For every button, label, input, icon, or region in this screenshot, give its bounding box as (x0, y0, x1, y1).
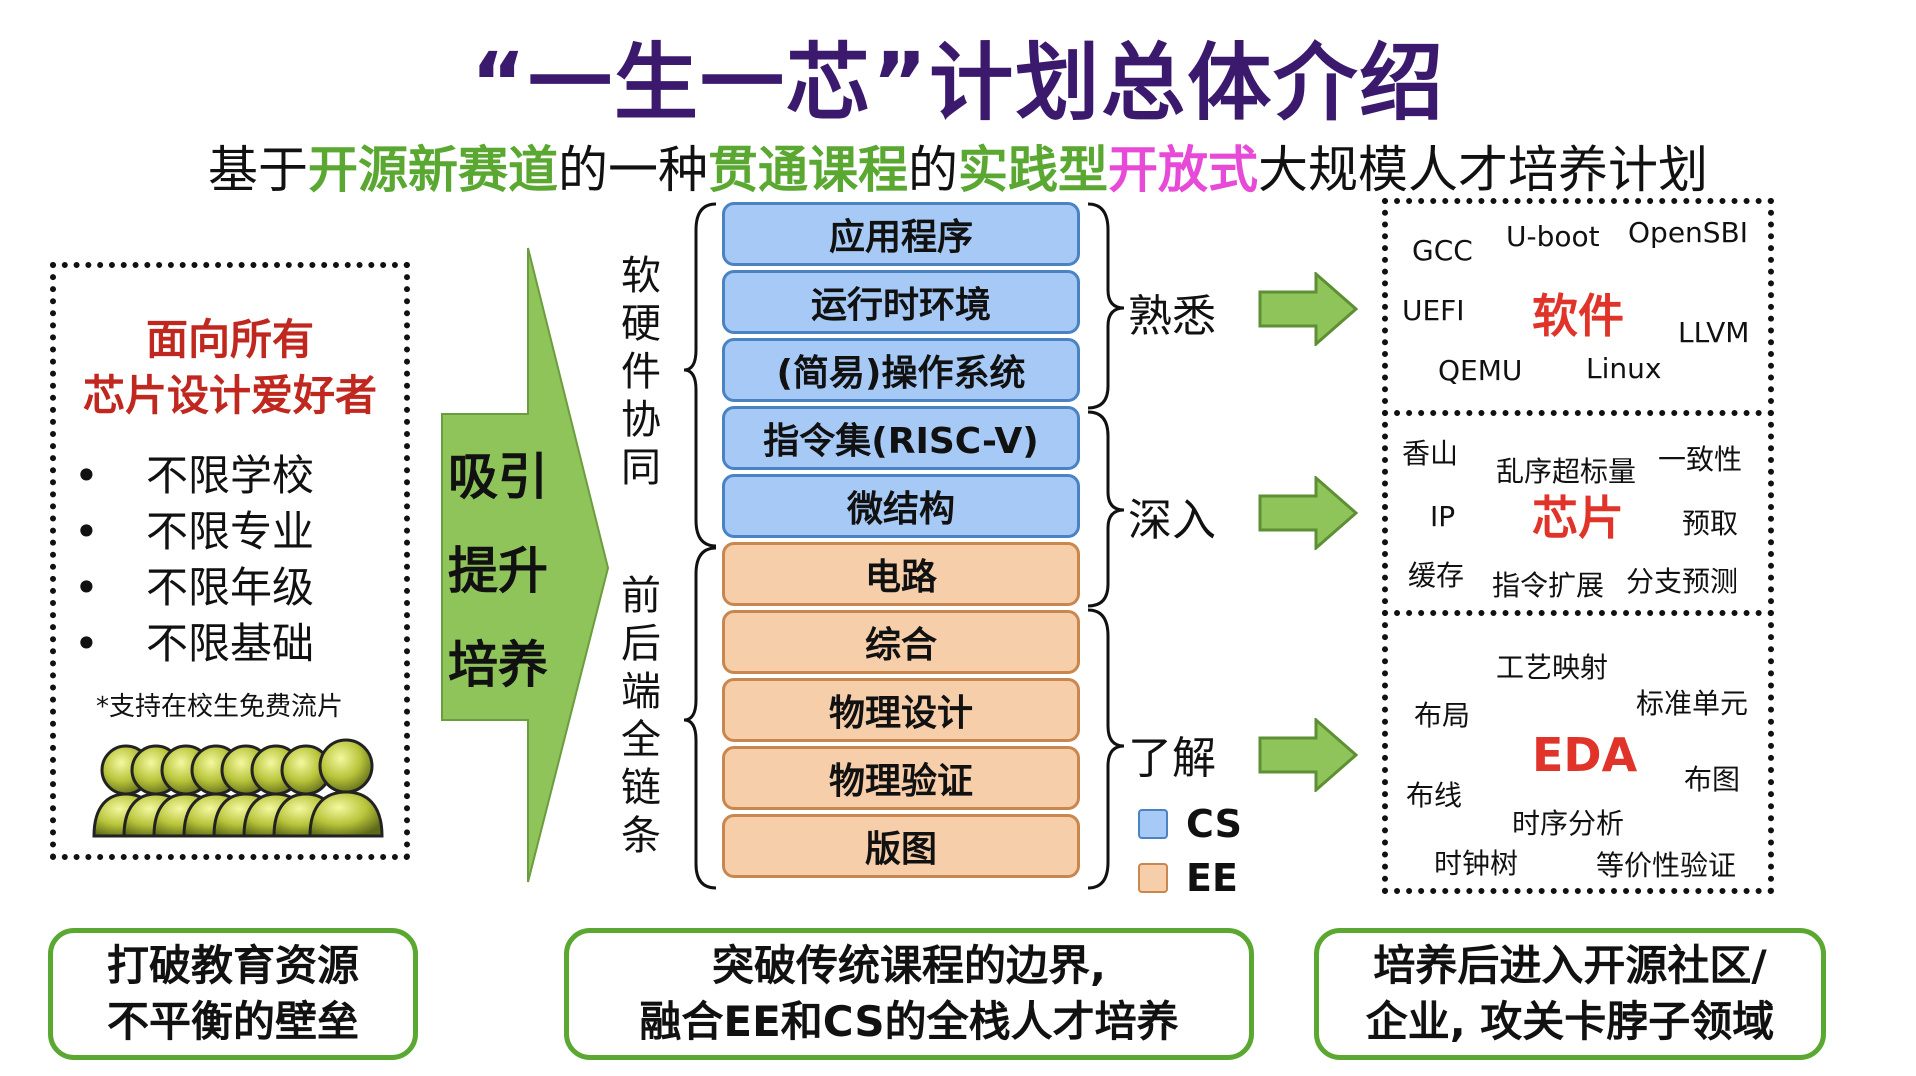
topic-hub: EDA (1532, 728, 1638, 782)
layer-physical-verification: 物理验证 (722, 746, 1080, 810)
bullet-item: •不限专业 (74, 507, 315, 556)
layer-physical-design: 物理设计 (722, 678, 1080, 742)
topic-word: 布线 (1406, 779, 1463, 812)
goal-line: 融合EE和CS的全栈人才培养 (639, 997, 1179, 1046)
layer-runtime: 运行时环境 (722, 270, 1080, 334)
free-tapeout-note: *支持在校生免费流片 (96, 692, 344, 722)
topic-word: 指令扩展 (1492, 569, 1605, 602)
level-understand: 了解 (1128, 733, 1216, 784)
layer-layout: 版图 (722, 814, 1080, 878)
level-in-depth: 深入 (1128, 495, 1216, 546)
topic-word: 缓存 (1408, 559, 1465, 592)
topic-word: QEMU (1438, 354, 1523, 387)
topic-word: 乱序超标量 (1496, 455, 1637, 488)
topic-word: IP (1430, 500, 1456, 533)
audience-box: 面向所有 芯片设计爱好者 •不限学校 •不限专业 •不限年级 •不限基础 *支持… (50, 262, 410, 860)
legend-ee: EE (1138, 856, 1238, 900)
subtitle-highlight: 开源新赛道 (308, 141, 558, 199)
arrow-right-icon (1258, 272, 1358, 346)
page-title: “一生一芯”计划总体介绍 (470, 34, 1446, 132)
audience-heading: 芯片设计爱好者 (82, 371, 377, 420)
topic-word: LLVM (1678, 316, 1750, 349)
topic-word: 等价性验证 (1596, 849, 1737, 882)
left-brace-icon (683, 202, 717, 890)
topic-word: GCC (1412, 234, 1473, 267)
goal-box-community: 培养后进入开源社区/ 企业, 攻关卡脖子领域 (1314, 928, 1826, 1060)
subtitle-text: 的 (908, 141, 958, 199)
topic-hub: 软件 (1532, 289, 1624, 343)
topic-word: 标准单元 (1636, 687, 1749, 720)
layer-application: 应用程序 (722, 202, 1080, 266)
arrow-right-icon (1258, 476, 1358, 550)
topic-word: UEFI (1402, 294, 1465, 327)
topic-word: 一致性 (1658, 443, 1743, 476)
arrow-right-icon (1258, 718, 1358, 792)
legend-swatch (1138, 809, 1168, 839)
layer-synthesis: 综合 (722, 610, 1080, 674)
goal-box-education: 打破教育资源 不平衡的壁垒 (48, 928, 418, 1060)
arrow-label: 培养 (448, 636, 548, 694)
topic-word: Linux (1586, 352, 1662, 385)
legend-cs: CS (1138, 802, 1242, 846)
side-label-full-chain: 前后端全链条 (621, 573, 661, 859)
attract-arrow-icon (441, 247, 610, 883)
topic-hub: 芯片 (1532, 491, 1624, 545)
topic-word: 分支预测 (1626, 565, 1739, 598)
side-label-hw-sw-codesign: 软硬件协同 (621, 253, 661, 491)
goal-line: 企业, 攻关卡脖子领域 (1365, 997, 1775, 1046)
goal-line: 不平衡的壁垒 (106, 997, 359, 1046)
level-familiar: 熟悉 (1128, 291, 1216, 342)
subtitle-highlight: 开放式 (1108, 141, 1258, 199)
bullet-item: •不限年级 (74, 563, 315, 612)
arrow-labels: 吸引 提升 培养 (448, 430, 558, 712)
topic-word: 时钟树 (1434, 847, 1519, 880)
arrow-label: 提升 (448, 542, 548, 600)
right-brace-icon (1087, 202, 1125, 890)
arrow-label: 吸引 (448, 448, 548, 506)
bullet-item: •不限基础 (74, 619, 315, 668)
subtitle-highlight: 实践型 (958, 141, 1108, 199)
topic-word: U-boot (1506, 220, 1600, 253)
topic-word: 工艺映射 (1496, 651, 1609, 684)
layer-os: (简易)操作系统 (722, 338, 1080, 402)
subtitle-text: 的一种 (558, 141, 708, 199)
group-of-people-icon (92, 738, 384, 838)
topic-box-chip: 香山 乱序超标量 一致性 IP 芯片 预取 缓存 指令扩展 分支预测 (1382, 410, 1774, 616)
goal-line: 突破传统课程的边界, (712, 941, 1106, 990)
topic-box-software: GCC U-boot OpenSBI UEFI 软件 LLVM QEMU Lin… (1382, 198, 1774, 416)
subtitle-text: 基于 (208, 141, 308, 199)
subtitle-text: 大规模人才培养计划 (1258, 141, 1708, 199)
goal-line: 培养后进入开源社区/ (1373, 941, 1767, 990)
topic-word: 时序分析 (1512, 807, 1625, 840)
layer-microarchitecture: 微结构 (722, 474, 1080, 538)
audience-bullets: •不限学校 •不限专业 •不限年级 •不限基础 (74, 448, 314, 672)
topic-word: 布局 (1414, 699, 1471, 732)
layer-circuit: 电路 (722, 542, 1080, 606)
legend-swatch (1138, 863, 1168, 893)
goal-box-curriculum: 突破传统课程的边界, 融合EE和CS的全栈人才培养 (564, 928, 1254, 1060)
goal-line: 打破教育资源 (106, 941, 359, 990)
subtitle: 基于开源新赛道的一种贯通课程的实践型开放式大规模人才培养计划 (0, 130, 1916, 202)
topic-word: 预取 (1682, 507, 1739, 540)
bullet-item: •不限学校 (74, 451, 315, 500)
audience-heading: 面向所有 (145, 315, 314, 364)
topic-box-eda: 工艺映射 布局 标准单元 EDA 布线 布图 时序分析 时钟树 等价性验证 (1382, 610, 1774, 894)
topic-word: 香山 (1402, 437, 1459, 470)
subtitle-highlight: 贯通课程 (708, 141, 908, 199)
topic-word: 布图 (1684, 763, 1741, 796)
layer-isa: 指令集(RISC-V) (722, 406, 1080, 470)
topic-word: OpenSBI (1628, 216, 1749, 249)
